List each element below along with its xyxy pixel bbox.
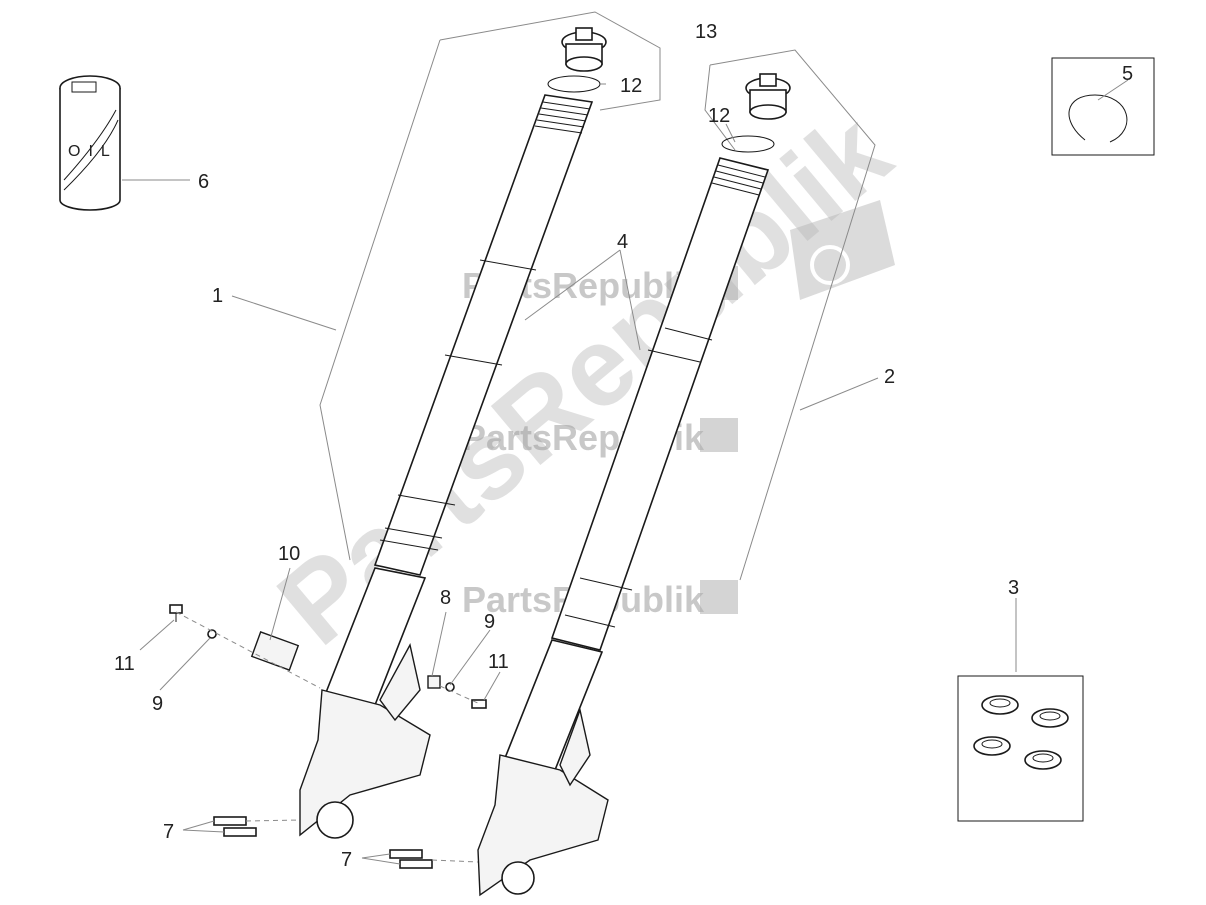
sensor-10 — [250, 631, 300, 671]
o-ring-1 — [547, 75, 601, 93]
screw-11-left — [169, 604, 183, 622]
circlip-box — [1051, 57, 1155, 156]
callout-11-right: 11 — [488, 651, 509, 673]
fork-2-group-line2 — [704, 64, 736, 151]
callout-1: 1 — [212, 285, 223, 307]
watermark-row-2: PartsRepublik — [462, 417, 738, 458]
screw-11-right — [471, 699, 487, 709]
callout-12-left: 12 — [620, 75, 642, 97]
bolt-line-right — [431, 859, 479, 863]
oil-label: OIL — [68, 143, 118, 160]
callout-10: 10 — [278, 543, 300, 565]
top-cap-1 — [561, 27, 607, 72]
mount-line-left — [175, 611, 321, 689]
callout-7-left: 7 — [163, 821, 174, 843]
oil-container: OIL — [59, 75, 121, 211]
fork-leg-1 — [299, 27, 607, 839]
gear-icon — [700, 418, 738, 452]
thread-lines-2 — [564, 164, 766, 628]
callout-8: 8 — [440, 587, 451, 609]
fork-1-group-line — [319, 39, 441, 561]
gear-icon — [810, 245, 850, 285]
upper-tube-2 — [550, 157, 770, 651]
thread-lines-1 — [379, 101, 591, 551]
callout-6: 6 — [198, 171, 209, 193]
spacer-8 — [427, 675, 441, 689]
gear-icon — [700, 580, 738, 614]
upper-tube-1 — [373, 94, 594, 576]
callout-2: 2 — [884, 366, 895, 388]
caliper-mount-2 — [559, 707, 591, 787]
fork-1-group-outline — [439, 11, 661, 111]
callout-12-right: 12 — [708, 105, 730, 127]
caliper-mount-1 — [379, 643, 421, 722]
callout-3: 3 — [1008, 577, 1019, 599]
bolts-7-right — [389, 849, 433, 869]
fork-leg-2 — [477, 73, 791, 897]
mount-line-right — [439, 685, 481, 705]
o-ring-2 — [721, 135, 775, 153]
callout-9-left: 9 — [152, 693, 163, 715]
callout-7-right: 7 — [341, 849, 352, 871]
fork-2-group-outline — [709, 49, 876, 581]
axle-hole-1 — [316, 801, 354, 839]
axle-foot-2 — [477, 754, 609, 897]
top-cap-2 — [745, 73, 791, 120]
washer-9-left — [207, 629, 217, 639]
leader-lines — [122, 79, 1129, 865]
callout-5: 5 — [1122, 63, 1133, 85]
callout-11-left: 11 — [114, 653, 135, 675]
callout-4: 4 — [617, 231, 628, 253]
callout-13: 13 — [695, 21, 717, 43]
bolt-line-left — [245, 819, 301, 822]
callout-9-right: 9 — [484, 611, 495, 633]
bolts-7-left — [213, 816, 257, 837]
axle-hole-2 — [501, 861, 535, 895]
seal-kit-box — [957, 675, 1084, 822]
